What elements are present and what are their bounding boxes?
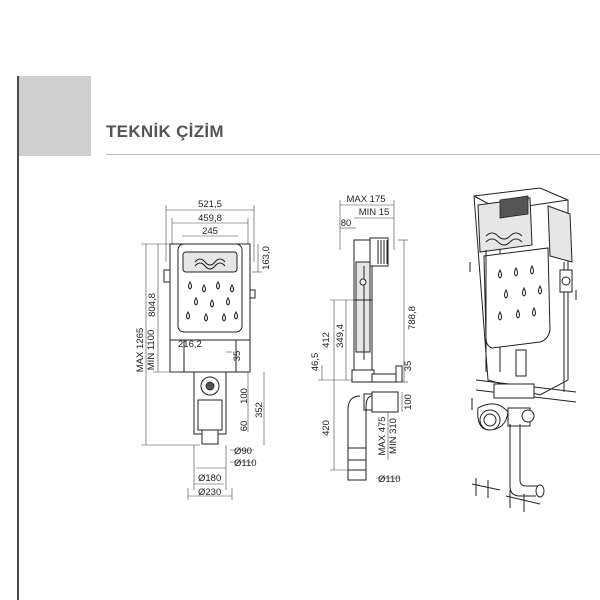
dim-height-min: MIN 1100 xyxy=(146,330,157,370)
dim-depth-max: MAX 175 xyxy=(346,194,385,205)
dim-dia-230: Ø230 xyxy=(198,487,221,498)
dim-bottom-min: MIN 310 xyxy=(388,418,399,454)
isometric-view xyxy=(469,187,577,512)
dim-width-cistern: 245 xyxy=(202,226,218,237)
dim-drop-total: 352 xyxy=(254,402,265,418)
dim-outlet-gap: 35 xyxy=(232,351,243,362)
dim-gap-100: 100 xyxy=(403,394,414,410)
page-title: TEKNİK ÇİZİM xyxy=(106,122,224,141)
dim-bottom-420: 420 xyxy=(321,420,332,436)
dim-depth-80: 80 xyxy=(341,218,352,229)
dim-drop-b: 60 xyxy=(239,421,250,432)
dim-dia-90: Ø90 xyxy=(234,446,252,457)
dim-height-max: MAX 1265 xyxy=(135,328,146,372)
dim-height-total: 788,8 xyxy=(407,306,418,330)
iso-drop-icons xyxy=(498,264,542,321)
hatch-flush xyxy=(377,240,388,264)
left-vertical-rule xyxy=(17,76,19,600)
dim-outlet-height: 216,2 xyxy=(178,339,202,350)
dim-height-349: 349,4 xyxy=(335,324,346,348)
drop-icons xyxy=(186,281,238,322)
header-gray-block xyxy=(19,76,91,156)
dim-height-cistern: 804,8 xyxy=(147,293,158,317)
side-view xyxy=(318,200,408,481)
dim-width-total: 521,5 xyxy=(198,199,222,210)
dim-bottom-max: MAX 475 xyxy=(377,416,388,455)
dim-drop-a: 100 xyxy=(239,388,250,404)
dim-dia-180: Ø180 xyxy=(198,473,221,484)
title-underline xyxy=(106,154,600,155)
dim-height-46: 46,5 xyxy=(310,353,321,372)
dim-side-dia-110: Ø110 xyxy=(378,474,401,485)
dim-depth-min: MIN 15 xyxy=(359,207,390,218)
dim-width-frame: 459,8 xyxy=(198,213,222,224)
dim-gap-35: 35 xyxy=(403,361,414,372)
dim-dia-110: Ø110 xyxy=(234,458,257,469)
front-view xyxy=(141,205,265,500)
dim-height-412: 412 xyxy=(321,332,332,348)
dim-top-offset: 163,0 xyxy=(261,246,272,270)
